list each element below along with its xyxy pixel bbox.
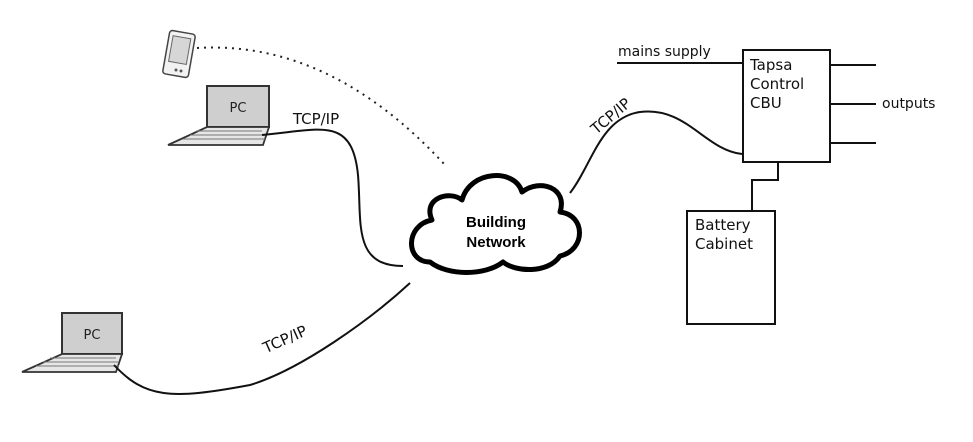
battery-label-line1: Battery (695, 216, 751, 234)
laptop-icon-upper: PC (167, 85, 271, 146)
cloud-label-line2: Network (466, 234, 526, 251)
mains-supply-label: mains supply (618, 44, 711, 60)
cloud-label-line1: Building (466, 214, 526, 231)
cbu-battery-connector (751, 162, 779, 211)
tcpip-label-upper: TCP/IP (292, 110, 339, 128)
pc-label-lower: PC (84, 328, 101, 343)
link-lower-pc (113, 282, 411, 395)
cbu-label-line2: Control (750, 75, 804, 93)
battery-cabinet-box: Battery Cabinet (686, 210, 776, 325)
laptop-icon-lower: PC (21, 312, 124, 373)
cbu-label-line1: Tapsa (749, 56, 792, 74)
handheld-device-icon (162, 29, 196, 79)
outputs-label: outputs (882, 96, 935, 112)
pc-label-upper: PC (230, 101, 247, 116)
battery-label-line2: Cabinet (695, 235, 753, 253)
link-cbu (569, 110, 743, 194)
link-upper-pc (261, 128, 404, 267)
cbu-label-line3: CBU (750, 94, 782, 112)
tcpip-label-lower: TCP/IP (259, 322, 310, 358)
building-network-cloud: Building Network (409, 173, 582, 275)
tapsa-control-cbu-box: Tapsa Control CBU (742, 49, 831, 163)
